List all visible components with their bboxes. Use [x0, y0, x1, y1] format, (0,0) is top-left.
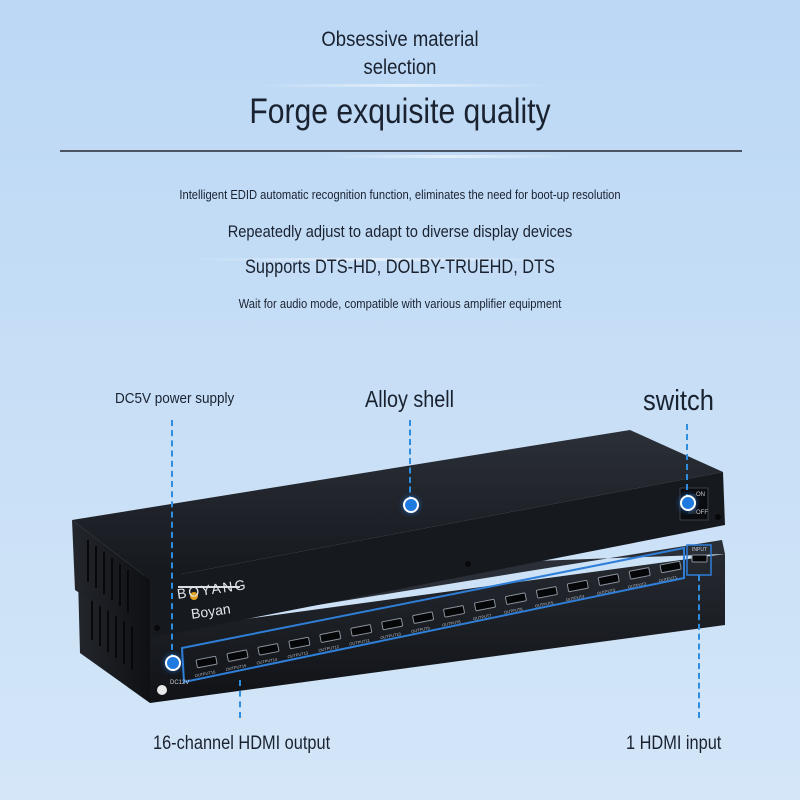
port-label: OUTPUT7: [473, 613, 493, 622]
port-label: OUTPUT3: [596, 587, 616, 596]
hdmi-output-port: [566, 579, 589, 593]
hdmi-output-port: [319, 630, 342, 643]
hdmi-output-port: [597, 573, 620, 586]
port-label: OUTPUT16: [194, 669, 216, 678]
upper-top-face: [72, 430, 723, 580]
callout-line-power: [171, 420, 173, 660]
callout-dot-shell: [403, 497, 419, 513]
port-label: OUTPUT13: [287, 650, 309, 659]
hdmi-output-ports: OUTPUT16 OUTPUT15 OUTPUT14 OUTPUT13 OUTPUT12…: [194, 560, 682, 678]
port-label: OUTPUT12: [318, 644, 340, 653]
port-label: OUTPUT4: [565, 594, 585, 603]
hdmi-output-port: [659, 560, 682, 574]
hdmi-output-port: [412, 611, 435, 624]
hdmi-output-port: [505, 592, 527, 605]
brand-underline: [178, 586, 240, 588]
hdmi-output-port: [443, 605, 465, 618]
brand-dot: [190, 592, 198, 600]
feature-audio-formats: Supports DTS-HD, DOLBY-TRUEHD, DTS: [245, 257, 555, 278]
callout-dot-power: [165, 655, 181, 671]
hdmi-output-port: [535, 586, 558, 599]
switch-off-label: OFF: [696, 510, 708, 516]
glow-line: [330, 155, 570, 158]
port-label: OUTPUT15: [225, 663, 247, 672]
feature-amplifier: Wait for audio mode, compatible with var…: [238, 296, 562, 311]
screw-icon: [154, 625, 160, 631]
hdmi-output-port: [195, 655, 218, 669]
port-label: OUTPUT2: [627, 581, 647, 590]
hdmi-output-port: [474, 598, 496, 612]
port-label: OUTPUT5: [535, 600, 555, 609]
callout-alloy-shell: Alloy shell: [365, 386, 455, 412]
lower-side-face: [78, 578, 150, 703]
callout-power-supply: DC5V power supply: [115, 390, 235, 407]
glow-line: [255, 84, 555, 87]
page-title: Forge exquisite quality: [249, 92, 551, 131]
feature-displays: Repeatedly adjust to adapt to diverse di…: [227, 222, 573, 241]
callout-line-switch: [686, 424, 688, 500]
port-label: OUTPUT9: [411, 625, 431, 634]
port-label: OUTPUT1: [658, 575, 678, 584]
hdmi-output-port: [628, 567, 651, 580]
hdmi-input-port: [691, 554, 708, 563]
screw-icon: [715, 514, 721, 520]
callout-line-outputs: [239, 680, 241, 718]
callout-line-shell: [409, 420, 411, 502]
upper-front-face: [150, 472, 725, 638]
callout-switch: switch: [643, 385, 714, 417]
power-jack-icon: [157, 685, 167, 695]
switch-on-label: ON: [696, 492, 705, 498]
port-label: OUTPUT14: [256, 656, 278, 665]
hdmi-output-port: [257, 643, 280, 656]
subtitle-line-2: selection: [363, 56, 437, 79]
port-label: OUTPUT11: [349, 638, 371, 647]
glow-line: [190, 258, 570, 261]
input-label: INPUT: [692, 547, 707, 553]
callout-hdmi-output: 16-channel HDMI output: [153, 733, 331, 754]
upper-vents: [87, 540, 129, 612]
port-label: OUTPUT8: [442, 619, 462, 628]
hdmi-output-port: [226, 649, 249, 662]
hdmi-output-port: [381, 617, 404, 631]
screw-icon: [465, 561, 471, 567]
hdmi-output-port: [350, 624, 373, 637]
port-label: OUTPUT10: [380, 631, 402, 640]
subtitle-line-1: Obsessive material: [321, 28, 479, 51]
hdmi-output-port: [288, 636, 311, 650]
divider: [60, 150, 742, 152]
output-ports-frame: [180, 546, 685, 684]
lower-vents: [91, 598, 133, 670]
port-label: OUTPUT6: [504, 606, 524, 615]
dc-label: DC12V: [170, 680, 190, 686]
callout-hdmi-input: 1 HDMI input: [626, 733, 722, 754]
callout-line-input: [698, 575, 700, 718]
callout-dot-switch: [680, 495, 696, 511]
subtitle: Obsessive material selection: [48, 26, 752, 82]
feature-edid: Intelligent EDID automatic recognition f…: [179, 187, 621, 202]
